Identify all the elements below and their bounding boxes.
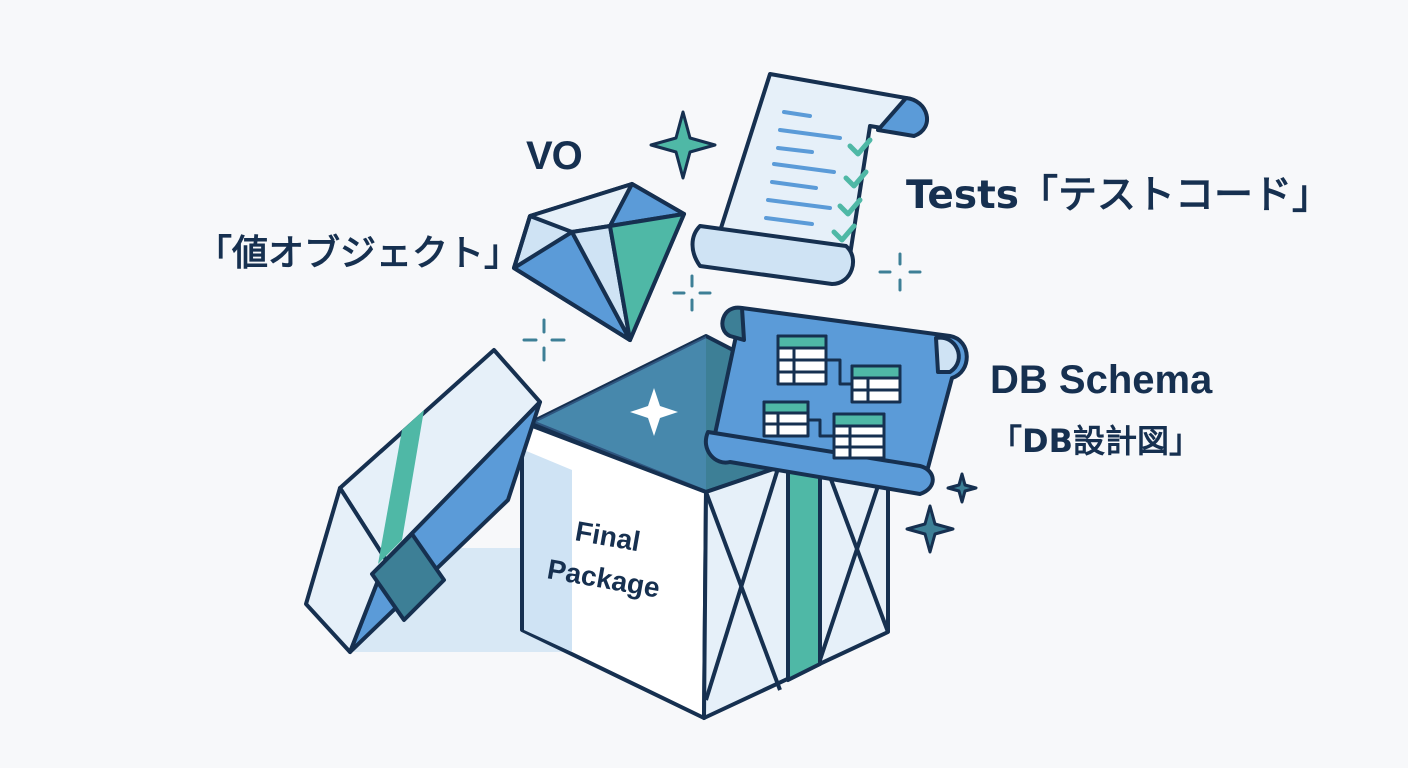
db-blueprint-icon — [704, 305, 969, 496]
open-box-icon — [520, 334, 890, 720]
box-ribbon — [786, 444, 822, 682]
db-schema-subtitle: 「DB設計図」 — [990, 422, 1201, 460]
gem-icon — [512, 182, 686, 342]
sparkle-icon — [946, 472, 978, 504]
vo-subtitle: 「値オブジェクト」 — [196, 233, 521, 274]
schema-table — [762, 400, 810, 438]
sparkle-icon — [630, 388, 678, 436]
sparkle-icon — [878, 252, 922, 292]
sparkle-icon — [522, 318, 566, 362]
tests-label: Tests「テストコード」 — [906, 173, 1331, 218]
db-schema-title: DB Schema — [990, 358, 1213, 402]
lid-ribbon — [378, 410, 424, 564]
schema-table — [832, 412, 886, 460]
sparkle-icon — [672, 274, 712, 312]
box-lid-icon — [304, 348, 542, 654]
vo-title: VO — [526, 134, 583, 178]
sparkle-icon — [649, 110, 717, 180]
schema-table — [850, 364, 902, 404]
schema-table — [776, 334, 828, 386]
code-scroll-icon — [690, 72, 929, 286]
sparkle-icon — [905, 504, 955, 554]
